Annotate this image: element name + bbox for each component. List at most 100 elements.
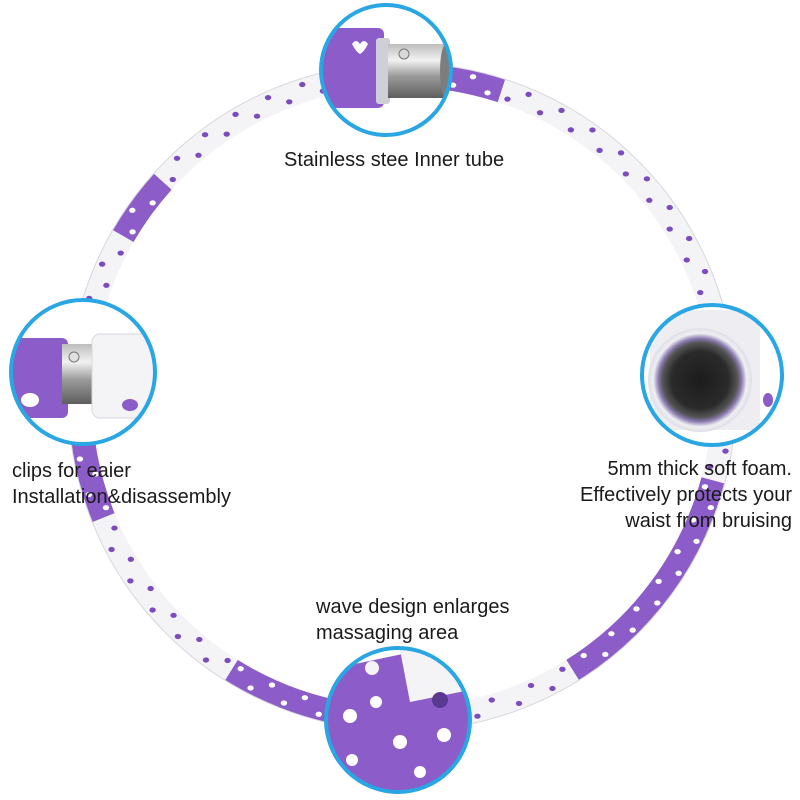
hoop-dot [129,207,136,213]
hoop-dot [169,176,176,183]
hoop-dot [117,250,124,256]
hoop-segment [566,477,725,681]
hoop-segment [92,513,238,681]
hoop-dot [617,150,625,156]
hoop-dot [484,90,491,96]
hoop-dot [129,229,136,235]
foam-text-line-2: Effectively protects your [580,484,792,506]
hoop-dot [286,99,293,105]
hoop-dot [147,585,154,592]
hoop-dot [674,549,681,555]
hoop-dot [149,607,156,613]
hoop-dot [701,484,709,490]
hoop-dot [223,131,230,137]
hoop-dot [98,261,106,267]
hoop-segment [497,79,658,198]
hoop-dot [697,289,704,296]
hoop-dot [504,96,511,102]
foam-cross-section [648,328,752,432]
hoop-dot [170,612,177,618]
clips-text-line-2: Installation&disassembly [12,486,231,508]
hoop-dot [654,600,661,606]
hoop-dot [299,81,306,88]
hoop-dot [103,282,110,288]
hoop-dot [707,463,714,470]
hoop-dot [92,471,99,477]
wave-text-line-2: massaging area [316,622,459,644]
wave-callout [324,646,472,794]
hoop-dot [558,107,565,114]
hoop-dot [675,570,682,576]
hoop-dot [173,155,181,161]
hoop-dot [608,631,615,637]
hoop-dot [655,578,662,584]
hoop-dot [596,147,603,153]
hoop-dot [237,666,244,672]
hoop-dot [469,74,477,80]
steel-tube [388,44,446,98]
hoop-dot [488,697,495,703]
clips-text-line-1: clips for eaier [12,460,131,482]
foam-label: 5mm thick soft foam. Effectively protect… [580,456,792,534]
hoop-dot [76,456,84,462]
hoop-dot [315,711,322,717]
hoop-dot [111,525,118,531]
hoop-dot [707,504,715,511]
hoop-dot [253,113,261,119]
hoop-dot [201,132,209,138]
hoop-dot [722,448,729,454]
hoop-dot [559,666,566,672]
hoop-dot [301,695,309,701]
hoop-dot [102,505,110,511]
hoop-dot [602,651,609,658]
hoop-dot [549,685,556,692]
hoop-dot [589,127,596,133]
hoop-dot [646,197,653,203]
wave-text-line-1: wave design enlarges [316,596,510,618]
clips-callout [9,298,157,446]
foam-text-line-3: waist from bruising [625,510,792,532]
hoop-dot [224,657,231,664]
hoop-dot [474,713,481,719]
hoop-dot [666,226,673,232]
hoop-dot [527,682,535,689]
clips-label: clips for eaier Installation&disassembly [12,458,231,510]
hoop-dot [643,176,651,182]
hoop-dot [515,700,523,707]
purple-foam-segment [321,28,384,108]
hoop-dot [202,657,210,663]
foam-text-line-1: 5mm thick soft foam. [607,458,793,480]
inner-tube-text: Stainless stee Inner tube [284,149,505,171]
hoop-dot [247,685,254,691]
hoop-dot [174,633,182,640]
hoop-dot [264,94,272,101]
hoop-dot [280,700,288,706]
hoop-dot [567,127,575,133]
hoop-dot [622,171,630,177]
inner-tube-label: Stainless stee Inner tube [284,147,504,173]
hoop-dot [701,268,709,275]
hoop-dot [683,257,690,263]
hoop-dot [633,606,640,612]
hoop-dot [525,91,532,98]
hoop-dot [629,627,636,633]
hoop-dot [149,200,156,206]
hoop-dot [268,682,276,688]
hoop-dot [85,491,93,498]
foam-callout [640,303,784,447]
hoop-dot [580,652,587,659]
hoop-segment [112,173,172,243]
wave-label: wave design enlarges massaging area [316,594,509,646]
hoop-dot [232,111,239,117]
hoop-dot [195,152,202,158]
hoop-dot [127,556,135,562]
hoop-dot [689,517,697,523]
hoop-dot [108,546,115,553]
hoop-dot [196,636,203,643]
hoop-dot [666,204,673,211]
hoop-segment [497,659,579,715]
hoop-dot [536,110,544,116]
inner-tube-callout [319,3,453,137]
